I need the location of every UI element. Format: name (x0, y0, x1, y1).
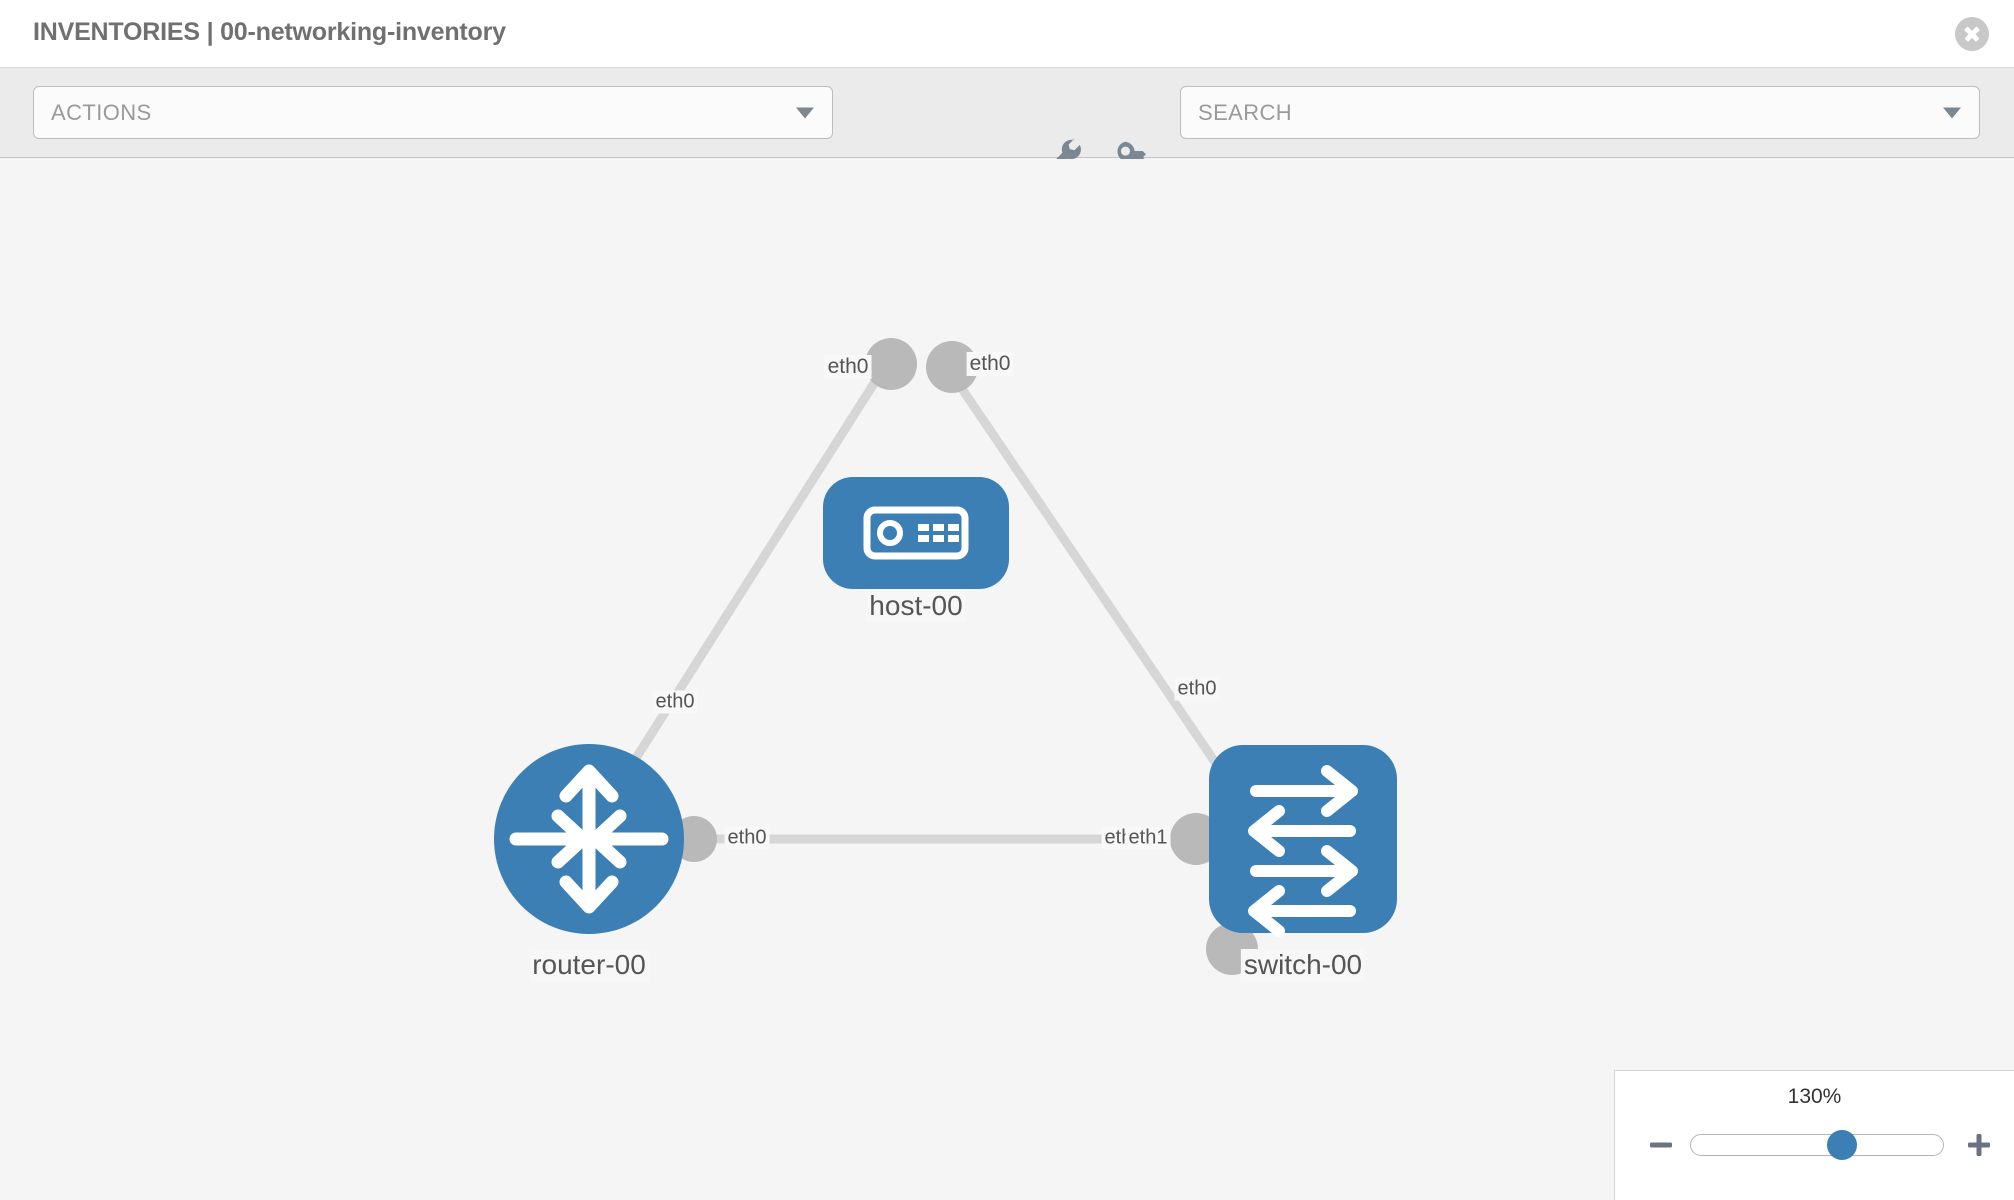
iface-label-host-eth0-left: eth0 (824, 355, 872, 379)
edge-host-router (606, 371, 884, 802)
chevron-down-icon (796, 107, 814, 118)
search-placeholder-label: SEARCH (1198, 99, 1293, 125)
search-input[interactable]: SEARCH (1180, 86, 1980, 139)
chevron-down-icon (1943, 107, 1961, 118)
zoom-level-value: 130% (1787, 1085, 1842, 1108)
actions-dropdown[interactable]: ACTIONS (33, 86, 833, 139)
iface-label-host-eth0-right: eth0 (966, 352, 1014, 376)
topology-canvas[interactable]: host-00 router-00 switch-00 eth0 eth0 et… (0, 159, 2014, 1200)
close-icon[interactable] (1955, 17, 1989, 51)
connector-host-left (865, 338, 917, 390)
iface-label-switch-eth0-up: eth0 (1174, 677, 1220, 701)
iface-label-router-eth0-right: eth0 (724, 826, 770, 850)
toolbar: ACTIONS SEARCH (0, 68, 2014, 172)
zoom-slider-row (1615, 1127, 2014, 1163)
actions-dropdown-label: ACTIONS (51, 99, 152, 125)
node-label-router-00: router-00 (529, 949, 649, 981)
edge-host-switch (948, 371, 1244, 802)
zoom-out-icon[interactable] (1648, 1132, 1674, 1158)
iface-label-router-eth0-up: eth0 (652, 690, 698, 714)
topology-connectors (671, 338, 1258, 975)
node-label-switch-00: switch-00 (1240, 949, 1366, 981)
page-header: INVENTORIES | 00-networking-inventory (0, 0, 2014, 68)
node-router-00[interactable] (494, 744, 684, 934)
topology-graph (494, 338, 1397, 975)
key-icon[interactable] (1111, 135, 1153, 177)
zoom-slider-thumb[interactable] (1827, 1130, 1858, 1160)
zoom-slider[interactable] (1690, 1130, 1944, 1160)
zoom-control-panel: 130% (1614, 1070, 2014, 1200)
node-label-host-00: host-00 (866, 590, 966, 622)
connector-host-right (926, 341, 978, 393)
page-title: INVENTORIES | 00-networking-inventory (33, 18, 506, 46)
zoom-in-icon[interactable] (1966, 1132, 1992, 1158)
node-switch-00[interactable] (1209, 745, 1397, 937)
iface-label-switch-eth1-left: eth1 (1125, 826, 1171, 850)
node-host-00[interactable] (823, 477, 1009, 589)
